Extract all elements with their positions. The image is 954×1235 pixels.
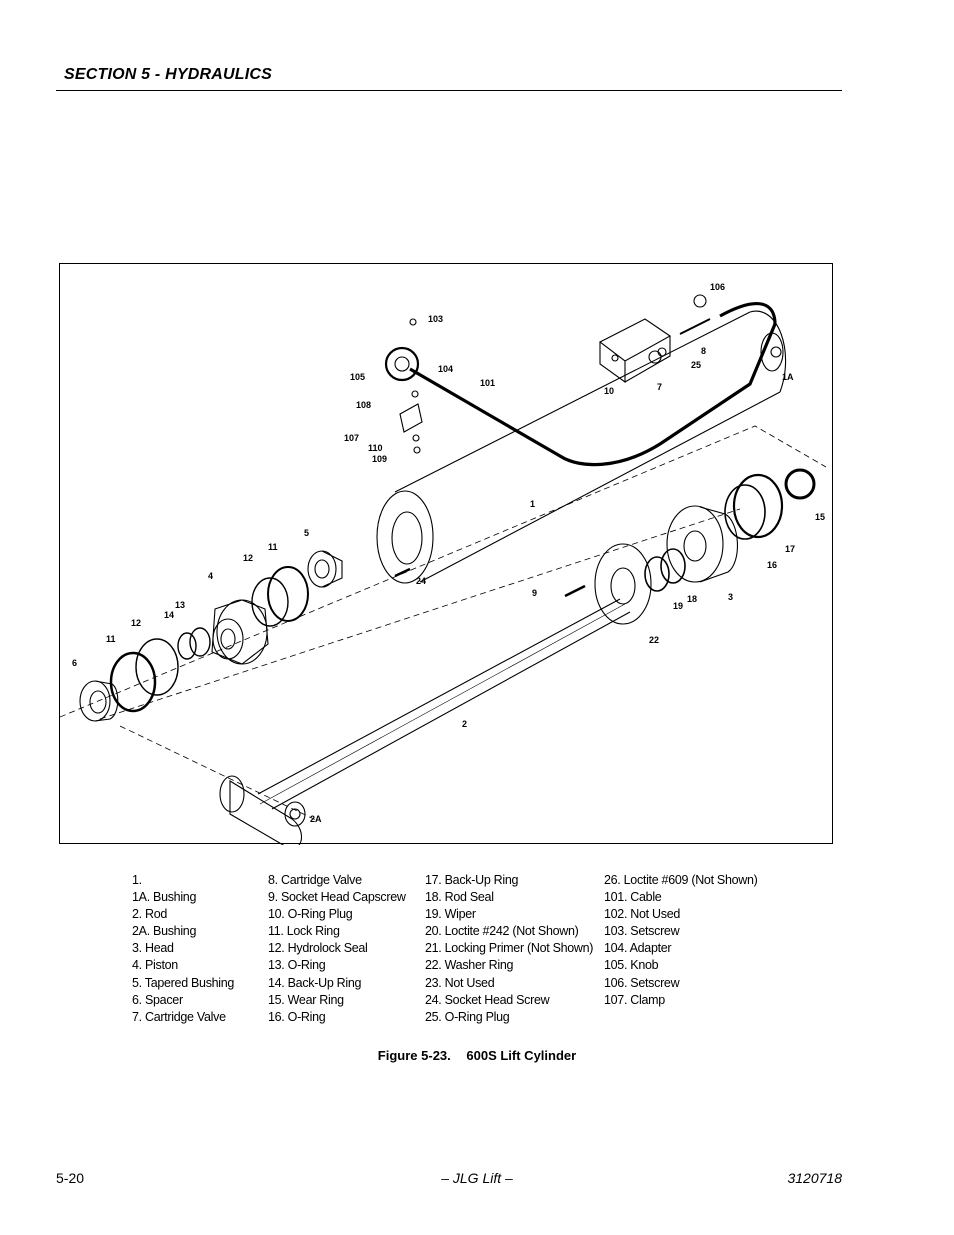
legend-item: 13. O-Ring xyxy=(268,958,326,973)
exploded-view-diagram: 106 103 8 104 105 101 25 1A 10 7 108 107… xyxy=(60,282,827,845)
footer-page-number: 5-20 xyxy=(56,1170,85,1186)
legend-item: 1A. Bushing xyxy=(132,890,197,905)
callout-10: 10 xyxy=(604,386,614,396)
legend-column-1: 1. 1A. Bushing 2. Rod 2A. Bushing 3. Hea… xyxy=(132,872,234,1026)
callout-6: 6 xyxy=(72,658,77,668)
callout-5: 5 xyxy=(304,528,309,538)
legend-item: 15. Wear Ring xyxy=(268,992,344,1007)
section-header: SECTION 5 - HYDRAULICS xyxy=(64,66,272,83)
callout-22: 22 xyxy=(649,635,659,645)
legend-item: 106. Setscrew xyxy=(604,975,680,990)
callout-4: 4 xyxy=(208,571,213,581)
callout-3: 3 xyxy=(728,592,733,602)
caption-number: Figure 5-23. xyxy=(377,1048,451,1063)
footer-doc-number: 3120718 xyxy=(787,1170,842,1186)
callout-7: 7 xyxy=(657,382,662,392)
callout-106: 106 xyxy=(710,282,725,292)
legend-item: 5. Tapered Bushing xyxy=(132,975,235,990)
legend-item: 18. Rod Seal xyxy=(425,890,494,905)
callout-13: 13 xyxy=(175,600,185,610)
figure-caption: Figure 5-23. 600S Lift Cylinder xyxy=(0,1048,954,1063)
callout-109: 109 xyxy=(372,454,387,464)
callout-103: 103 xyxy=(428,314,443,324)
legend-item: 104. Adapter xyxy=(604,941,672,956)
callout-15: 15 xyxy=(815,512,825,522)
legend-item: 8. Cartridge Valve xyxy=(268,873,362,887)
legend-item: 12. Hydrolock Seal xyxy=(268,941,368,956)
header-rule xyxy=(56,90,842,91)
legend-item: 2. Rod xyxy=(132,907,168,922)
legend-item: 17. Back-Up Ring xyxy=(425,873,519,887)
callout-25: 25 xyxy=(691,360,701,370)
callout-105: 105 xyxy=(350,372,365,382)
legend-item: 14. Back-Up Ring xyxy=(268,975,362,990)
legend-item: 7. Cartridge Valve xyxy=(132,1009,226,1024)
legend-item: 103. Setscrew xyxy=(604,924,680,939)
legend-item: 24. Socket Head Screw xyxy=(425,992,550,1007)
callout-107: 107 xyxy=(344,433,359,443)
legend-item: 25. O-Ring Plug xyxy=(425,1009,510,1024)
legend-item: 1. xyxy=(132,873,142,887)
legend-column-2: 8. Cartridge Valve 9. Socket Head Capscr… xyxy=(268,872,406,1026)
callout-110: 110 xyxy=(368,443,383,453)
legend-item: 22. Washer Ring xyxy=(425,958,514,973)
callout-24: 24 xyxy=(416,576,426,586)
legend-item: 26. Loctite #609 (Not Shown) xyxy=(604,873,758,887)
legend-item: 3. Head xyxy=(132,941,174,956)
legend-item: 16. O-Ring xyxy=(268,1009,326,1024)
callout-12a: 12 xyxy=(243,553,253,563)
legend-item: 4. Piston xyxy=(132,958,178,973)
callout-12b: 12 xyxy=(131,618,141,628)
callout-1A: 1A xyxy=(782,372,794,382)
callout-9: 9 xyxy=(532,588,537,598)
legend-item: 11. Lock Ring xyxy=(268,924,340,939)
callout-8: 8 xyxy=(701,346,706,356)
callout-18: 18 xyxy=(687,594,697,604)
legend-item: 6. Spacer xyxy=(132,992,183,1007)
footer-publisher: – JLG Lift – xyxy=(441,1170,513,1186)
callout-16: 16 xyxy=(767,560,777,570)
legend-item: 107. Clamp xyxy=(604,992,665,1007)
legend-column-3: 17. Back-Up Ring 18. Rod Seal 19. Wiper … xyxy=(425,872,593,1026)
callout-101: 101 xyxy=(480,378,495,388)
callout-14: 14 xyxy=(164,610,174,620)
legend-item: 105. Knob xyxy=(604,958,659,973)
callout-1: 1 xyxy=(530,499,535,509)
callout-104: 104 xyxy=(438,364,453,374)
legend-item: 102. Not Used xyxy=(604,907,681,922)
callout-108: 108 xyxy=(356,400,371,410)
legend-item: 9. Socket Head Capscrew xyxy=(268,890,406,905)
callout-11b: 11 xyxy=(106,634,116,644)
legend-item: 20. Loctite #242 (Not Shown) xyxy=(425,924,579,939)
legend-item: 19. Wiper xyxy=(425,907,476,922)
callout-19: 19 xyxy=(673,601,683,611)
legend-item: 23. Not Used xyxy=(425,975,495,990)
legend-item: 101. Cable xyxy=(604,890,662,905)
figure-box: 106 103 8 104 105 101 25 1A 10 7 108 107… xyxy=(59,263,833,845)
callout-2: 2 xyxy=(462,719,467,729)
legend-column-4: 26. Loctite #609 (Not Shown) 101. Cable … xyxy=(604,872,758,1009)
callout-11a: 11 xyxy=(268,542,278,552)
legend-item: 21. Locking Primer (Not Shown) xyxy=(425,941,594,956)
callout-17: 17 xyxy=(785,544,795,554)
legend-item: 10. O-Ring Plug xyxy=(268,907,353,922)
callout-2A: 2A xyxy=(310,814,322,824)
caption-title: 600S Lift Cylinder xyxy=(466,1048,577,1063)
legend-item: 2A. Bushing xyxy=(132,924,197,939)
